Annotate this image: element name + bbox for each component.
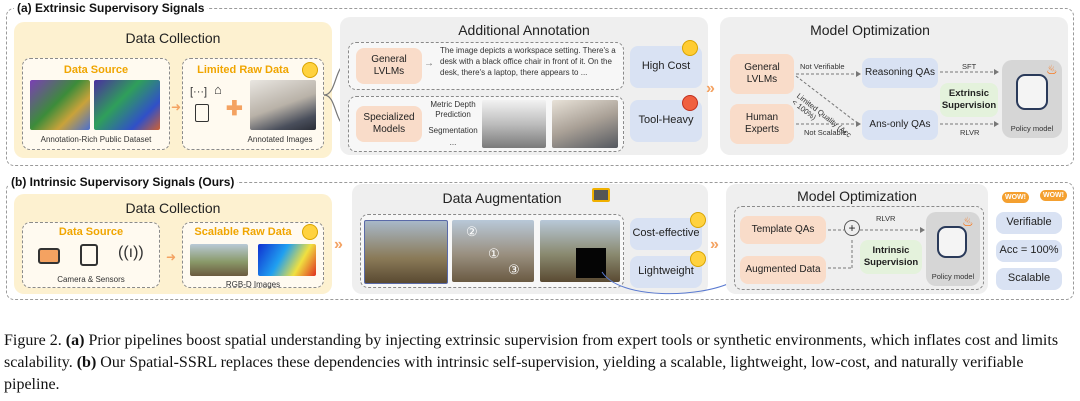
document-icon	[195, 104, 209, 122]
caption-a-tag: (a)	[65, 332, 85, 349]
a-segmentation-label: Segmentation	[428, 126, 478, 135]
rgb-image	[190, 244, 248, 276]
a-policy-model-label: Policy model	[1010, 124, 1054, 133]
mask-patch	[576, 248, 606, 278]
a-ellipsis-label: ...	[449, 138, 457, 147]
angry-face-icon	[682, 95, 698, 111]
caption-fig: Figure 2.	[4, 332, 62, 349]
a-metric-depth-label: Metric Depth Prediction	[430, 100, 476, 119]
a-sft-label: SFT	[962, 62, 977, 71]
wow-badge-2: WOW!	[1040, 190, 1067, 201]
caption-b-tag: (b)	[76, 354, 97, 371]
wow-badge-1: WOW!	[1002, 192, 1029, 203]
b-template-qas: Template QAs	[740, 216, 826, 244]
num-3-label: ③	[508, 262, 520, 277]
a-opt-general-lvlms: General LVLMs	[730, 54, 794, 94]
b-policy-model-label: Policy model	[931, 272, 975, 281]
a-lvlm-arrow: →	[424, 58, 434, 69]
b-opt-arrows	[828, 227, 925, 269]
b-scalable-box: Scalable	[996, 268, 1062, 290]
b-arrow-1: ➜	[166, 250, 177, 264]
computer-icon	[80, 244, 98, 266]
b-flame-icon: ♨	[962, 214, 974, 229]
panel-b-label: (b) Intrinsic Supervisory Signals (Ours)	[8, 175, 238, 189]
a-rlvr-label: RLVR	[960, 128, 980, 137]
a-chevron-arrow: »	[706, 80, 715, 97]
caption-b-text: Our Spatial-SSRL replaces these dependen…	[4, 354, 1024, 393]
a-opt-human-experts: Human Experts	[730, 104, 794, 144]
a-ans-only-qas: Ans-only QAs	[862, 110, 938, 140]
panel-a-label: (a) Extrinsic Supervisory Signals	[14, 1, 208, 15]
a-reasoning-qas: Reasoning QAs	[862, 58, 938, 88]
worried-face-icon	[302, 62, 318, 78]
depth-map-image	[482, 100, 546, 148]
b-camera-caption: Camera & Sensors	[57, 275, 125, 284]
aug-image-numbered	[452, 220, 534, 282]
b-intrinsic-supervision: Intrinsic Supervision	[860, 240, 922, 274]
smile-face-icon-2	[690, 251, 706, 267]
b-augmented-data: Augmented Data	[740, 256, 826, 284]
a-extrinsic-supervision: Extrinsic Supervision	[940, 83, 998, 117]
grinning-face-icon	[302, 224, 318, 240]
a-not-verifiable-label: Not Verifiable	[800, 62, 845, 71]
b-verifiable-box: Verifiable	[996, 212, 1062, 234]
aug-image-patch-shuffle	[364, 220, 448, 284]
num-1-label: ①	[488, 246, 500, 261]
smile-face-icon-1	[690, 212, 706, 228]
annotated-office-image	[250, 80, 316, 130]
num-2-label: ②	[466, 224, 478, 239]
b-rlvr-label: RLVR	[876, 214, 896, 223]
b-robot-icon	[937, 226, 967, 258]
antenna-icon: ((ı))	[118, 244, 144, 261]
plus-icon: ✚	[226, 98, 243, 120]
tag-icon: ⌂	[214, 82, 222, 97]
segmentation-image	[552, 100, 618, 148]
b-rgbd-caption: RGB-D Images	[225, 280, 281, 289]
b-cost-effective-box: Cost-effective	[630, 218, 702, 250]
a-general-lvlms-box: General LVLMs	[356, 48, 422, 84]
b-augmentation-title: Data Augmentation	[442, 190, 562, 206]
b-acc-box: Acc = 100%	[996, 240, 1062, 262]
b-scalable-raw-title: Scalable Raw Data	[194, 226, 292, 238]
a-data-collection-title: Data Collection	[125, 30, 221, 46]
synthetic-scene-image-1	[30, 80, 90, 130]
b-model-opt-title: Model Optimization	[797, 188, 917, 204]
panel-a	[6, 8, 1074, 166]
a-opt-arrows	[795, 71, 861, 127]
b-chevron-arrow-2: »	[710, 236, 719, 253]
a-description-text: The image depicts a workspace setting. T…	[440, 46, 616, 77]
a-to-policy-arrows	[940, 69, 999, 127]
a-robot-icon	[1016, 74, 1048, 110]
b-data-collection-title: Data Collection	[125, 200, 221, 216]
a-dataset-caption: Annotation-Rich Public Dataset	[40, 135, 152, 144]
b-data-source-title: Data Source	[58, 226, 124, 238]
b-opt-inner	[734, 206, 984, 290]
figure-caption: Figure 2. (a) Prior pipelines boost spat…	[4, 330, 1076, 396]
panel-b	[6, 182, 1074, 300]
a-annotation-title: Additional Annotation	[458, 22, 590, 38]
b-plus-circle: +	[844, 220, 860, 236]
camera-icon	[38, 248, 60, 264]
caption-a-text: Prior pipelines boost spatial understand…	[4, 332, 1059, 371]
monitor-icon	[592, 188, 610, 202]
a-specialized-models-box: Specialized Models	[356, 106, 422, 142]
bracket-icon: [···]	[190, 86, 208, 98]
a-flame-icon: ♨	[1046, 62, 1058, 77]
a-model-opt-title: Model Optimization	[810, 22, 930, 38]
b-curve-arrow	[601, 271, 737, 295]
synthetic-scene-image-2	[94, 80, 160, 130]
sweat-face-icon	[682, 40, 698, 56]
b-lightweight-box: Lightweight	[630, 256, 702, 288]
a-not-scalable-label: Not Scalable	[804, 128, 847, 137]
a-limited-raw-title: Limited Raw Data	[197, 64, 289, 76]
depth-image	[258, 244, 316, 276]
a-data-source-title: Data Source	[63, 64, 129, 76]
b-chevron-arrow-1: »	[334, 236, 343, 253]
a-arrow-1: ➜	[171, 100, 182, 114]
a-annotated-caption: Annotated Images	[247, 135, 313, 144]
